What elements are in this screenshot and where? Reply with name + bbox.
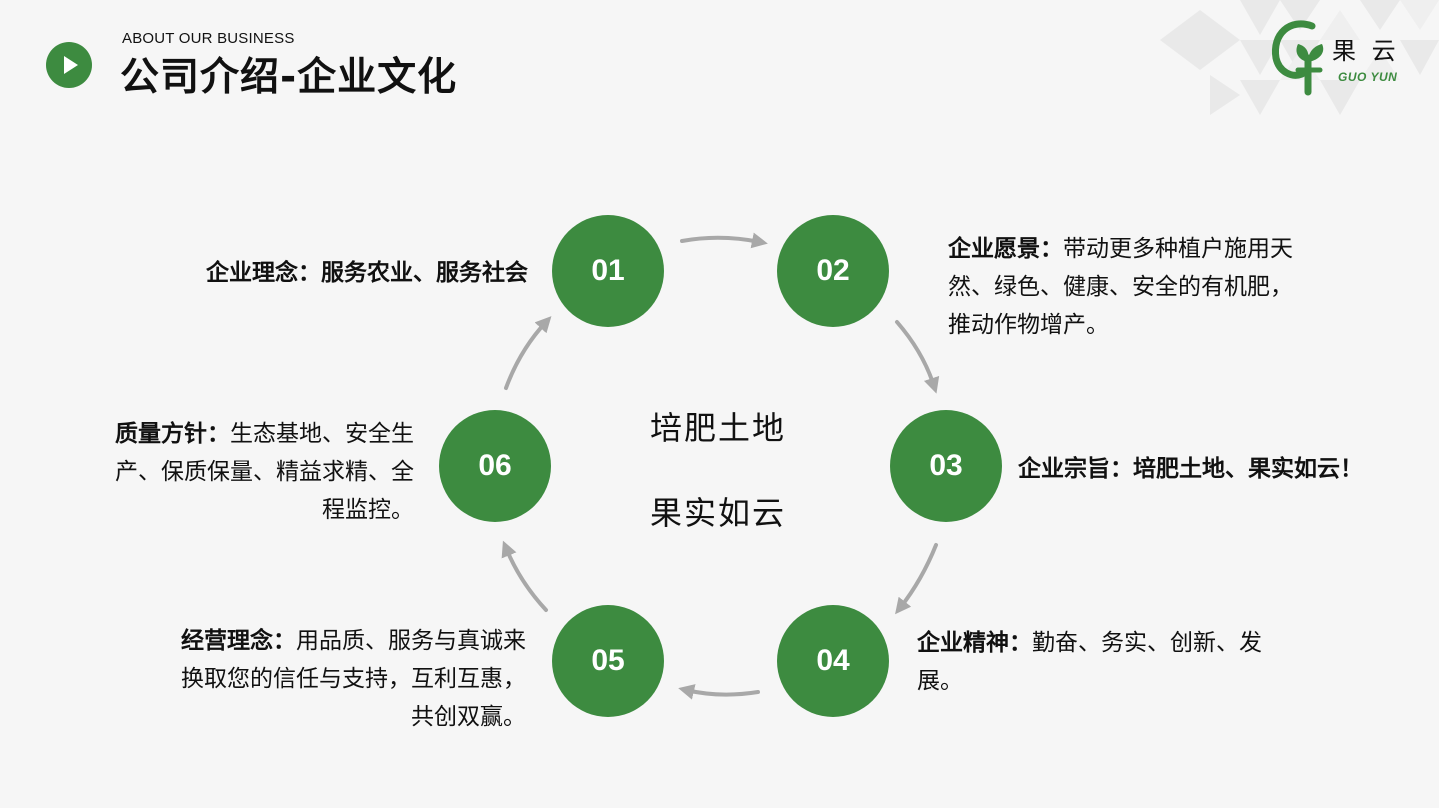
arrow-02-03: [895, 320, 940, 394]
center-line-1: 培肥土地: [650, 409, 787, 447]
step-text-05: 用品质、服务与真诚来换取您的信任与支持，互利互惠，共创双赢。: [181, 628, 526, 730]
step-desc-05: 经营理念：用品质、服务与真诚来换取您的信任与支持，互利互惠，共创双赢。: [168, 622, 526, 736]
step-label-02: 企业愿景：: [948, 236, 1063, 262]
step-text-03: 培肥土地、果实如云！: [1133, 456, 1363, 482]
step-text-04: 勤奋、务实、创新、发展。: [917, 630, 1262, 694]
step-desc-02: 企业愿景：带动更多种植户施用天然、绿色、健康、安全的有机肥，推动作物增产。: [948, 230, 1304, 344]
step-circle-01: 01: [552, 215, 664, 327]
arrow-05-06: [501, 540, 548, 612]
step-circle-05: 05: [552, 605, 664, 717]
step-label-04: 企业精神：: [917, 630, 1032, 656]
step-circle-04: 04: [777, 605, 889, 717]
step-text-02: 带动更多种植户施用天然、绿色、健康、安全的有机肥，推动作物增产。: [948, 236, 1293, 338]
step-circle-06: 06: [439, 410, 551, 522]
logo-text-en: GUO YUN: [1338, 70, 1398, 84]
step-label-05: 经营理念：: [181, 628, 296, 654]
play-icon: [64, 56, 78, 74]
company-logo: [1268, 12, 1408, 96]
step-desc-06: 质量方针：生态基地、安全生产、保质保量、精益求精、全程监控。: [112, 415, 414, 529]
arrow-06-01: [504, 316, 552, 390]
step-desc-04: 企业精神：勤奋、务实、创新、发展。: [917, 624, 1297, 700]
play-button[interactable]: [46, 42, 92, 88]
page-title: 公司介绍-企业文化: [120, 55, 458, 100]
step-label-06: 质量方针：: [115, 421, 230, 447]
center-line-2: 果实如云: [650, 494, 787, 532]
decorative-triangles: [1160, 0, 1439, 115]
arrow-04-05: [678, 684, 760, 700]
arrow-03-04: [895, 543, 938, 615]
arrow-01-02: [680, 232, 768, 249]
step-desc-03: 企业宗旨：培肥土地、果实如云！: [1018, 450, 1428, 488]
logo-text-cn: 果 云: [1332, 37, 1400, 65]
step-label-01: 企业理念：: [206, 260, 321, 286]
header-subtitle: ABOUT OUR BUSINESS: [122, 30, 295, 47]
step-label-03: 企业宗旨：: [1018, 456, 1133, 482]
step-circle-02: 02: [777, 215, 889, 327]
step-desc-01: 企业理念：服务农业、服务社会: [110, 254, 528, 292]
step-circle-03: 03: [890, 410, 1002, 522]
step-text-06: 生态基地、安全生产、保质保量、精益求精、全程监控。: [115, 421, 414, 523]
sprout-logo-icon: [1271, 20, 1324, 96]
step-text-01: 服务农业、服务社会: [321, 260, 528, 286]
